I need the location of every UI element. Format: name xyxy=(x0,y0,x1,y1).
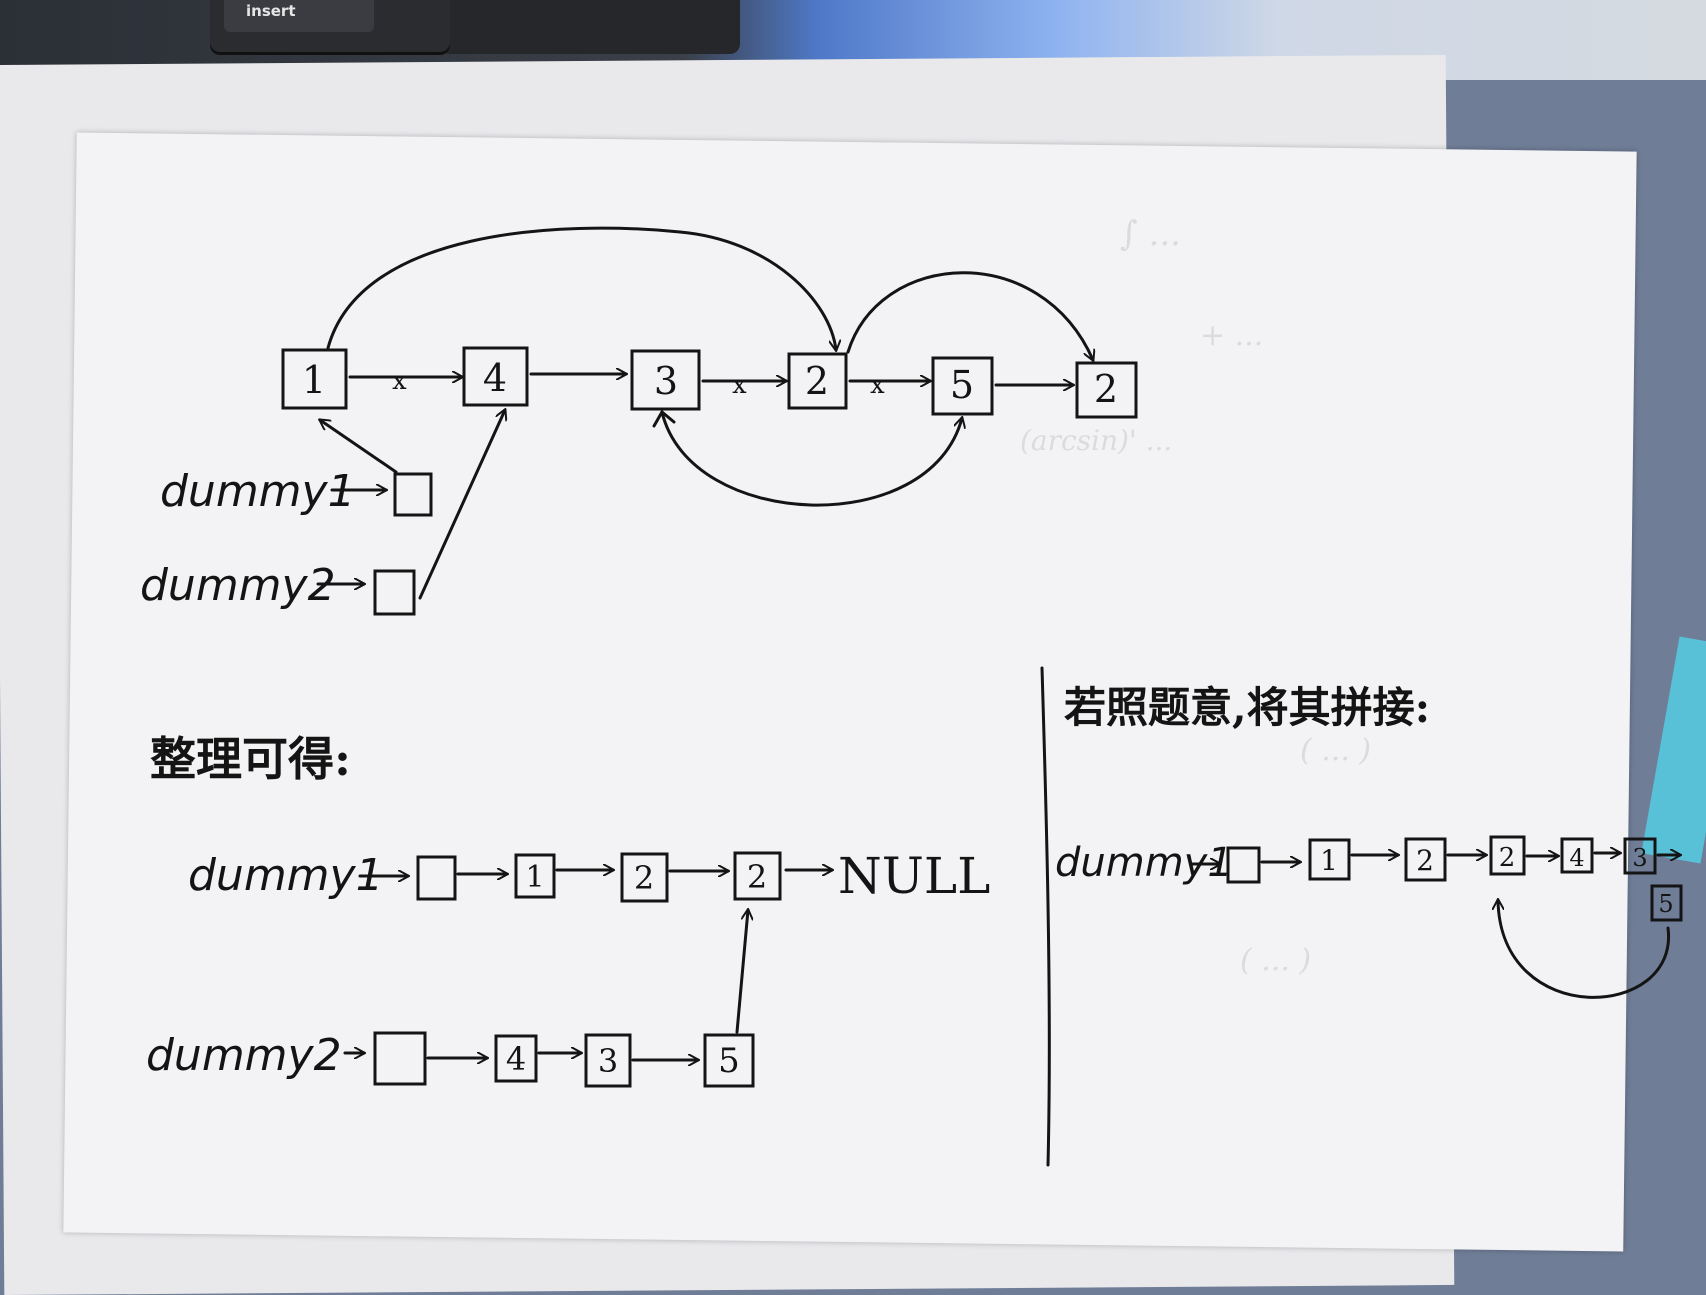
curve-1-to-2 xyxy=(328,228,836,350)
right-label: dummy1 xyxy=(1055,840,1233,886)
svg-text:2: 2 xyxy=(1094,367,1118,411)
curve-5-to-3 xyxy=(662,412,962,505)
svg-text:x: x xyxy=(732,370,747,400)
heading-left: 整理可得: xyxy=(150,732,351,786)
svg-text:4: 4 xyxy=(1569,844,1584,872)
svg-text:∫ ...: ∫ ... xyxy=(1120,214,1181,254)
row1-node-labels: 1 2 2 xyxy=(525,858,767,897)
l2-up-arrow xyxy=(737,910,748,1032)
svg-text:2: 2 xyxy=(1499,843,1516,873)
dummy1-label-top: dummy1 xyxy=(160,466,356,517)
dummy1-box-top xyxy=(395,474,431,515)
l1-box-empty xyxy=(418,857,455,899)
dummy2-to-node4 xyxy=(420,410,505,598)
heading-right: 若照题意,将其拼接: xyxy=(1064,683,1430,732)
svg-text:3: 3 xyxy=(1632,844,1647,872)
svg-text:( ... ): ( ... ) xyxy=(1240,943,1311,978)
curve-2-to-2 xyxy=(848,273,1093,360)
svg-text:3: 3 xyxy=(654,359,678,403)
svg-text:5: 5 xyxy=(718,1041,740,1081)
svg-text:+ ...: + ... xyxy=(1200,318,1263,353)
svg-text:1: 1 xyxy=(525,860,544,895)
svg-text:2: 2 xyxy=(747,858,767,896)
svg-text:x: x xyxy=(392,366,407,396)
svg-text:2: 2 xyxy=(634,859,654,897)
divider-line xyxy=(1042,668,1049,1165)
row1-label: dummy1 xyxy=(188,850,384,901)
top-node-labels: 1 4 3 2 5 2 xyxy=(302,356,1118,411)
dummy2-box-top xyxy=(375,571,414,614)
r-cycle-curve xyxy=(1498,900,1669,997)
row2-label: dummy2 xyxy=(146,1030,342,1081)
svg-text:2: 2 xyxy=(1416,844,1434,877)
l2-box-empty xyxy=(375,1033,425,1084)
svg-text:x: x xyxy=(870,370,885,400)
svg-text:1: 1 xyxy=(302,358,326,402)
svg-text:(arcsin)' ...: (arcsin)' ... xyxy=(1020,424,1172,457)
null-label: NULL xyxy=(838,847,990,905)
svg-text:( ... ): ( ... ) xyxy=(1300,733,1371,768)
svg-text:3: 3 xyxy=(598,1042,618,1080)
svg-text:5: 5 xyxy=(950,363,974,407)
svg-text:4: 4 xyxy=(506,1040,526,1078)
svg-text:2: 2 xyxy=(805,359,829,403)
svg-text:1: 1 xyxy=(1320,844,1338,877)
svg-text:5: 5 xyxy=(1658,890,1673,918)
svg-text:4: 4 xyxy=(483,356,507,400)
dummy1-to-node1 xyxy=(320,420,396,472)
dummy2-label-top: dummy2 xyxy=(140,560,336,611)
